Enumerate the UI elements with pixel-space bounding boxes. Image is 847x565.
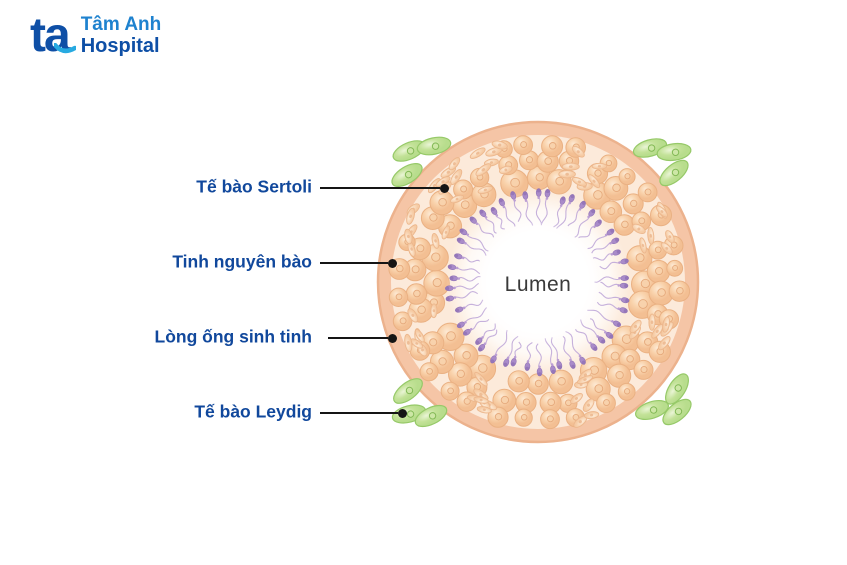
lumen-label: Lumen [504,273,572,296]
logo-swoosh-icon [54,43,76,54]
pointer-line-sertoli [320,187,440,189]
brand-subtitle: Hospital [80,35,160,58]
logo-mark: ta [30,12,76,60]
label-spermatogonia: Tinh nguyên bào [172,251,312,272]
pointer-line-leydig [320,412,398,414]
pointer-dot-sertoli [440,183,449,193]
label-tubule-lumen: Lòng ống sinh tinh [154,326,312,347]
pointer-dot-tubule-lumen [388,333,397,343]
brand-name: Tâm Anh [80,13,162,35]
logo-text: Tâm Anh Hospital [80,13,162,58]
hospital-logo: ta Tâm Anh Hospital [30,12,161,60]
label-sertoli-cells: Tế bào Sertoli [196,176,312,197]
pointer-dot-leydig [398,408,407,418]
pointer-line-spermatogonia [320,262,388,264]
label-leydig-cells: Tế bào Leydig [194,401,312,422]
pointer-dot-spermatogonia [388,258,397,268]
pointer-line-tubule-lumen [328,337,388,339]
